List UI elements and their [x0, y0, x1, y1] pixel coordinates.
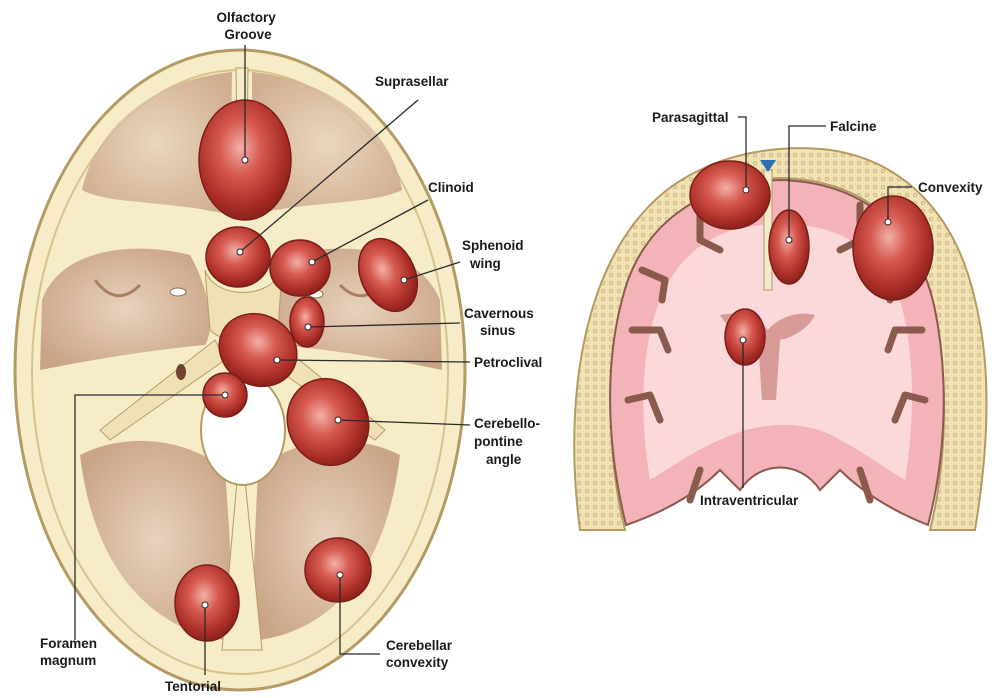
tumor-suprasellar [206, 227, 270, 287]
jugular-foramen [176, 364, 186, 380]
label-sphenoid-wing: Sphenoid wing [462, 238, 527, 271]
label-intraventricular: Intraventricular [700, 493, 799, 508]
label-foramen-magnum: Foramen magnum [40, 636, 101, 668]
tumor-clinoid [270, 240, 330, 296]
tumor-intraventricular [725, 309, 765, 365]
label-cerebellar-convexity: Cerebellar convexity [386, 638, 456, 670]
label-tentorial: Tentorial [165, 679, 221, 694]
label-parasagittal: Parasagittal [652, 110, 729, 125]
label-convexity: Convexity [918, 180, 983, 195]
label-suprasellar: Suprasellar [375, 74, 449, 89]
tumor-cerebellar-convexity [305, 538, 371, 602]
label-petroclival: Petroclival [474, 355, 542, 370]
skull-base-view: Olfactory Groove Suprasellar Clinoid Sph… [15, 10, 544, 694]
label-falcine: Falcine [830, 119, 877, 134]
label-olfactory-groove: Olfactory Groove [216, 10, 279, 42]
tumor-convexity [853, 196, 933, 300]
label-clinoid: Clinoid [428, 180, 474, 195]
tumor-parasagittal [690, 161, 770, 229]
coronal-section-view: Parasagittal Falcine Convexity Intravent… [574, 110, 986, 530]
foramen-ovale-left [170, 288, 186, 296]
label-cerebellopontine-angle: Cerebello- pontine angle [474, 416, 544, 467]
tumor-cavernous-sinus [290, 297, 324, 347]
label-cavernous-sinus: Cavernous sinus [464, 306, 538, 338]
